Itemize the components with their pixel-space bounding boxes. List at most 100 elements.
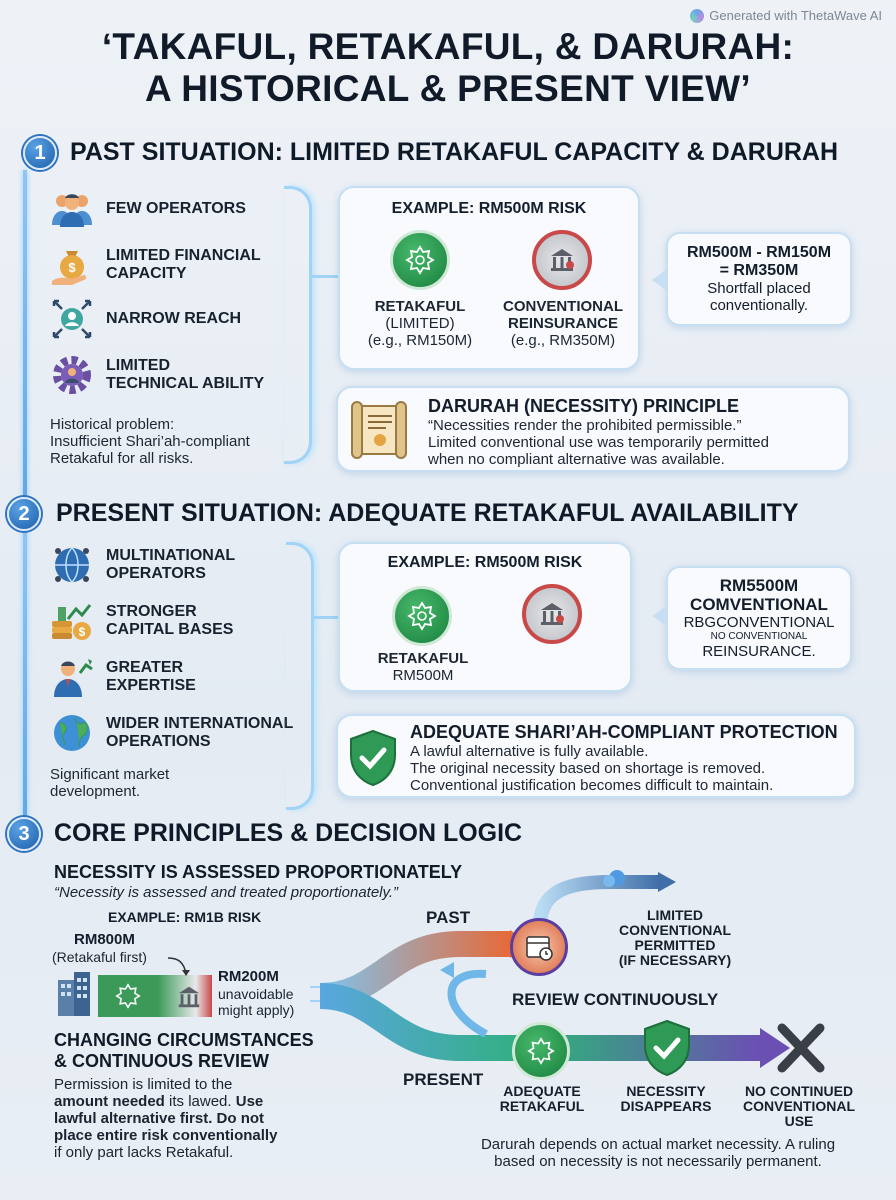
emphasis: lawful alternative first. — [54, 1110, 213, 1127]
adequate-text: ADEQUATE SHARI’AH-COMPLIANT PROTECTION A… — [410, 722, 850, 794]
adequate-line: Conventional justification becomes diffi… — [410, 777, 774, 794]
rm200m-amount: RM200M — [218, 968, 279, 985]
darurah-line: “Necessities render the prohibited permi… — [428, 417, 742, 434]
changing-heading-line: CHANGING CIRCUMSTANCES — [54, 1030, 314, 1050]
flow-line: NECESSITY — [626, 1083, 706, 1099]
section-2-note: Significant market development. — [50, 766, 330, 800]
adequate-line: A lawful alternative is fully available. — [410, 743, 649, 760]
section-1-note: Historical problem: Insufficient Shari’a… — [50, 416, 310, 467]
emphasis: Use — [235, 1093, 264, 1110]
flow-footer: Darurah depends on actual market necessi… — [440, 1136, 876, 1170]
note-line: Retakaful for all risks. — [50, 450, 194, 467]
review-continuously-label: REVIEW CONTINUOUSLY — [512, 990, 719, 1009]
shield-check-icon — [346, 728, 400, 793]
factor-label-line: OPERATORS — [106, 565, 206, 582]
label-line: RETAKAFUL — [377, 650, 469, 667]
curved-arrow-icon — [166, 954, 196, 983]
small-bank-icon — [176, 984, 202, 1015]
no-continued-use-label: NO CONTINUED CONVENTIONAL USE — [734, 1084, 864, 1129]
rm1b-example: EXAMPLE: RM1B RISK — [108, 909, 262, 925]
page-title: ‘TAKAFUL, RETAKAFUL, & DARURAH: A HISTOR… — [0, 26, 896, 110]
label-line: REINSURANCE — [507, 315, 618, 332]
factor-label-line: STRONGER — [106, 603, 197, 620]
callout-line: RM5500M — [719, 576, 799, 595]
label-line: RM500M — [392, 667, 454, 684]
callout-line: RBGCONVENTIONAL — [683, 614, 835, 631]
callout-line: = RM350M — [719, 262, 799, 279]
callout-line: RM500M - RM150M — [686, 244, 832, 261]
callout-line: conventionally. — [709, 297, 809, 314]
factor-label-line: LIMITED FINANCIAL — [106, 247, 261, 264]
shield-check-icon — [640, 1018, 694, 1083]
limited-conventional-label: LIMITED CONVENTIONAL PERMITTED (IF NECES… — [600, 908, 750, 968]
conventional-callout: RM5500M COMVENTIONAL RBGCONVENTIONAL NO … — [666, 566, 852, 670]
watermark-text: Generated with ThetaWave AI — [709, 8, 882, 23]
watermark: Generated with ThetaWave AI — [690, 8, 882, 23]
factor-few-operators: FEW OPERATORS — [50, 186, 310, 232]
emphasis: Do not — [212, 1110, 265, 1127]
factor-label-line: EXPERTISE — [106, 677, 196, 694]
section-2-heading: PRESENT SITUATION: ADEQUATE RETAKAFUL AV… — [56, 499, 799, 527]
retakaful-full-label: RETAKAFUL RM500M — [350, 650, 496, 684]
building-icon — [54, 970, 94, 1023]
section-3-number: 3 — [7, 817, 41, 851]
x-mark-icon — [774, 1020, 828, 1081]
changing-line: place entire risk conventionally — [54, 1127, 278, 1144]
callout-line: Shortfall placed — [707, 280, 811, 297]
title-line-1: ‘TAKAFUL, RETAKAFUL, & DARURAH: — [101, 26, 795, 67]
gear-person-icon — [50, 353, 94, 397]
conventional-bank-icon — [532, 230, 592, 290]
changing-line: if only part lacks Retakaful. — [54, 1144, 234, 1161]
adequate-protection-card: ADEQUATE SHARI’AH-COMPLIANT PROTECTION A… — [336, 714, 856, 798]
earth-icon — [50, 711, 94, 755]
rm800m-amount: RM800M — [74, 931, 135, 948]
retakaful-emblem-icon — [512, 1022, 570, 1080]
plain: its lawed. — [164, 1093, 236, 1110]
example-heading: EXAMPLE: RM500M RISK — [391, 200, 587, 217]
retakaful-emblem-icon — [392, 586, 452, 646]
darurah-line: when no compliant alternative was availa… — [428, 451, 725, 468]
callout-pointer — [652, 606, 666, 626]
footer-line: Darurah depends on actual market necessi… — [480, 1136, 836, 1153]
globe-network-icon — [50, 543, 94, 587]
factor-label: NARROW REACH — [106, 310, 242, 327]
example-heading: EXAMPLE: RM500M RISK — [387, 554, 583, 571]
note-line: development. — [50, 783, 141, 800]
thetawave-logo-icon — [690, 8, 705, 23]
svg-text:$: $ — [79, 625, 86, 639]
factor-label: FEW OPERATORS — [106, 200, 246, 217]
businessman-growth-icon — [50, 655, 94, 699]
darurah-text: DARURAH (NECESSITY) PRINCIPLE “Necessiti… — [428, 396, 848, 468]
factor-label-line: MULTINATIONAL — [106, 547, 236, 564]
necessity-disappears-label: NECESSITY DISAPPEARS — [610, 1084, 722, 1114]
section-3-heading: CORE PRINCIPLES & DECISION LOGIC — [54, 819, 523, 847]
label-line: (LIMITED) — [385, 315, 455, 332]
shortfall-callout: RM500M - RM150M = RM350M Shortfall place… — [666, 232, 852, 326]
present-label: PRESENT — [403, 1070, 484, 1089]
retakaful-emblem-icon — [390, 230, 450, 290]
changing-heading: CHANGING CIRCUMSTANCES & CONTINUOUS REVI… — [54, 1030, 314, 1072]
flow-line: (IF NECESSARY) — [618, 952, 732, 968]
factor-label-line: CAPACITY — [106, 265, 187, 282]
decision-flow-graphic — [320, 870, 790, 1068]
conventional-label: CONVENTIONAL REINSURANCE (e.g., RM350M) — [490, 298, 636, 349]
conventional-bank-icon — [522, 584, 582, 644]
flow-line: RETAKAFUL — [499, 1098, 585, 1114]
factor-label-line: OPERATIONS — [106, 733, 211, 750]
section-1-number: 1 — [23, 136, 57, 170]
money-growth-icon: $ — [50, 599, 94, 643]
emphasis: amount needed — [54, 1093, 165, 1110]
conventional-portion-bar — [158, 975, 212, 1017]
label-line: (e.g., RM150M) — [367, 332, 473, 349]
retakaful-limited-label: RETAKAFUL (LIMITED) (e.g., RM150M) — [350, 298, 490, 349]
rm800m-note: (Retakaful first) — [52, 949, 147, 965]
timeline-line-2 — [23, 530, 27, 820]
